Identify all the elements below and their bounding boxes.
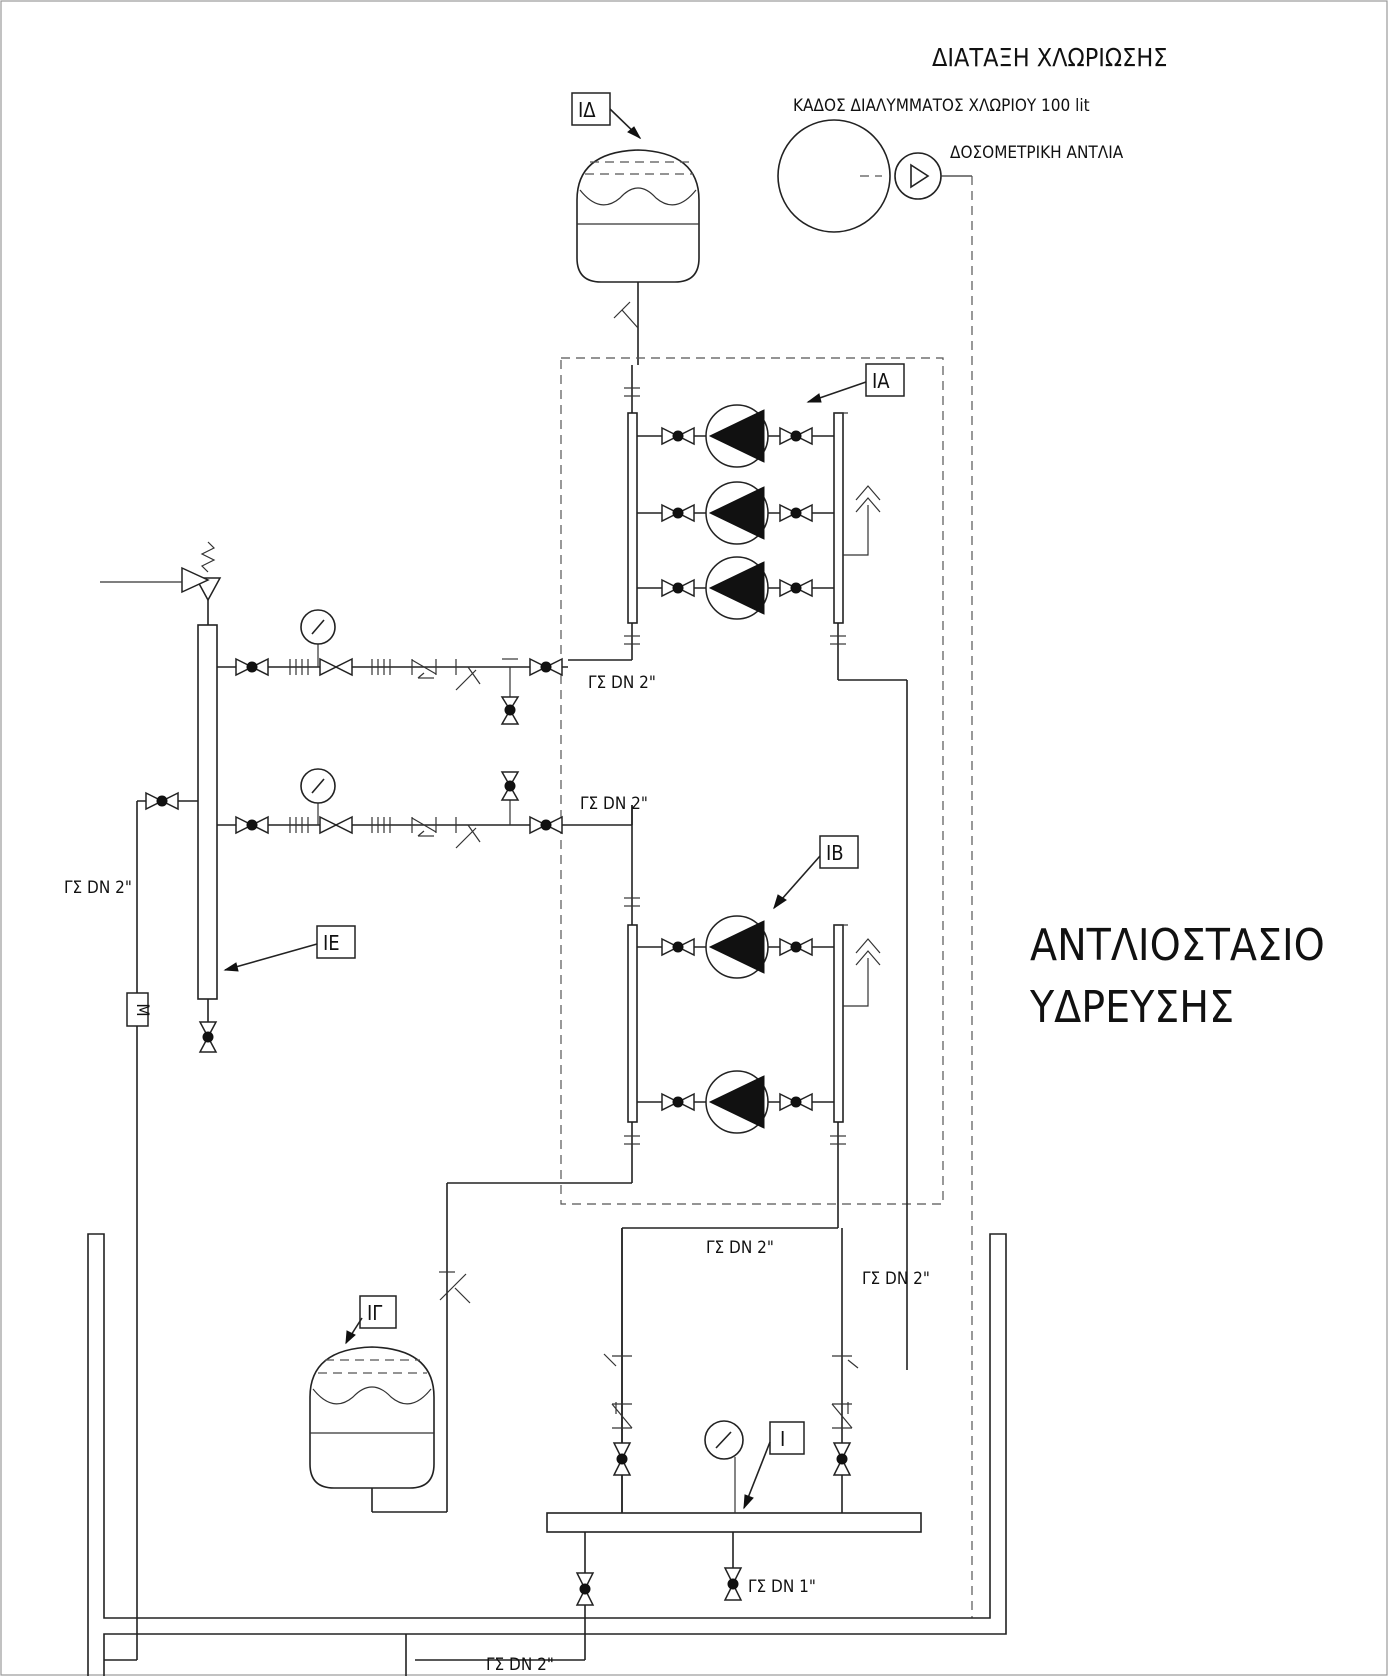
reservoir-walls <box>87 1233 1007 1676</box>
pipe-label-left: ΓΣ DN 2" <box>64 878 132 898</box>
pipe-label-suction-left: ΓΣ DN 2" <box>706 1238 774 1258</box>
tag-box-ie <box>316 925 356 959</box>
tag-id: ΙΔ <box>578 98 596 122</box>
pump-unit <box>637 915 834 979</box>
tag-i: Ι <box>780 1427 785 1451</box>
station-title-line1: ΑΝΤΛΙΟΣΤΑΣΙΟ <box>1030 920 1325 971</box>
tag-box-ia <box>865 363 905 397</box>
pump-enclosure <box>560 357 944 1205</box>
pump-unit <box>637 404 834 468</box>
left-riser <box>104 791 198 1661</box>
upper-branch-line <box>217 609 568 725</box>
pipe-label-upper: ΓΣ DN 2" <box>588 673 656 693</box>
pump-group-ia <box>568 365 908 1370</box>
tag-ia: ΙΑ <box>872 369 890 393</box>
expansion-vessel-bottom <box>309 1346 447 1513</box>
tag-box-i <box>769 1421 805 1455</box>
pump-unit <box>637 556 834 620</box>
pipe-label-suction-right: ΓΣ DN 2" <box>862 1269 930 1289</box>
suction-manifold <box>415 1228 922 1661</box>
station-title-line2: ΥΔΡΕΥΣΗΣ <box>1029 982 1234 1033</box>
tag-ie: ΙΕ <box>323 931 340 955</box>
leader-ie <box>224 943 318 971</box>
expansion-vessel-top <box>576 149 700 365</box>
dosing-pump-icon <box>894 152 972 200</box>
pump-unit <box>637 1070 834 1134</box>
collector-ie <box>100 541 222 1053</box>
tag-box-ib <box>819 835 859 869</box>
chlorination-title: ΔΙΑΤΑΞΗ ΧΛΩΡΙΩΣΗΣ <box>932 43 1167 72</box>
tag-ig: ΙΓ <box>367 1301 382 1325</box>
meter-tag: Μ <box>132 1003 152 1016</box>
pipe-label-lower: ΓΣ DN 2" <box>580 794 648 814</box>
dosing-pump-label: ΔΟΣΟΜΕΤΡΙΚΗ ΑΝΤΛΙΑ <box>950 143 1124 163</box>
chlorine-tank-label: ΚΑΔΟΣ ΔΙΑΛΥΜΜΑΤΟΣ ΧΛΩΡΙΟΥ 100 lit <box>793 96 1090 116</box>
pump-unit <box>637 481 834 545</box>
pipe-label-drain: ΓΣ DN 1" <box>748 1577 816 1597</box>
tag-ib: ΙΒ <box>826 841 844 865</box>
pump-group-ib <box>439 805 881 1512</box>
pipe-label-bottom: ΓΣ DN 2" <box>486 1655 554 1675</box>
lower-branch-line <box>217 768 633 849</box>
chlorine-tank <box>777 119 891 233</box>
tag-box-ig <box>359 1295 397 1329</box>
